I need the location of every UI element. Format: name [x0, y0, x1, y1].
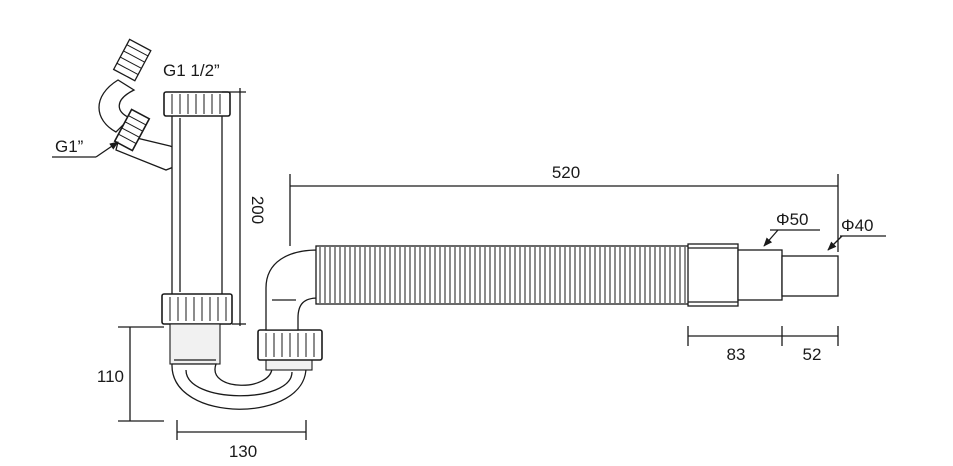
outlet-dia-50-section — [737, 249, 783, 301]
vertical-inlet-tube — [171, 113, 223, 297]
outlet-dia-40-label: Φ40 — [841, 216, 873, 235]
dimension-outlet-lengths: 83 52 — [687, 326, 839, 364]
lower-tube-nut — [161, 293, 233, 325]
hose-length-label: 520 — [552, 163, 580, 182]
outlet-elbow — [265, 249, 319, 331]
dimension-tube-height: 200 — [222, 88, 267, 326]
outlet-dia-50-label: Φ50 — [776, 210, 808, 229]
callout-inlet-thread: G1 1/2” — [163, 61, 220, 80]
outlet-dia-40-section — [781, 255, 839, 297]
inlet-thread-label: G1 1/2” — [163, 61, 220, 80]
trap-depth-label: 110 — [97, 367, 124, 386]
trap-outlet-nut — [257, 329, 323, 361]
outlet-small-length-label: 52 — [803, 345, 822, 364]
tube-height-label: 200 — [248, 196, 267, 224]
callout-outlet-dia-40: Φ40 — [827, 216, 886, 251]
dimension-trap-depth: 110 — [97, 326, 164, 422]
top-inlet-nut — [163, 91, 231, 117]
outlet-sleeve — [687, 243, 739, 307]
side-thread-label: G1” — [55, 137, 84, 156]
callout-side-thread: G1” — [52, 137, 119, 158]
callout-outlet-dia-50: Φ50 — [763, 210, 820, 247]
dimension-hose-length: 520 — [289, 163, 839, 252]
flexible-corrugated-hose — [315, 245, 693, 305]
dimension-trap-width: 130 — [176, 420, 307, 461]
outlet-large-length-label: 83 — [727, 345, 746, 364]
trap-width-label: 130 — [229, 442, 257, 461]
